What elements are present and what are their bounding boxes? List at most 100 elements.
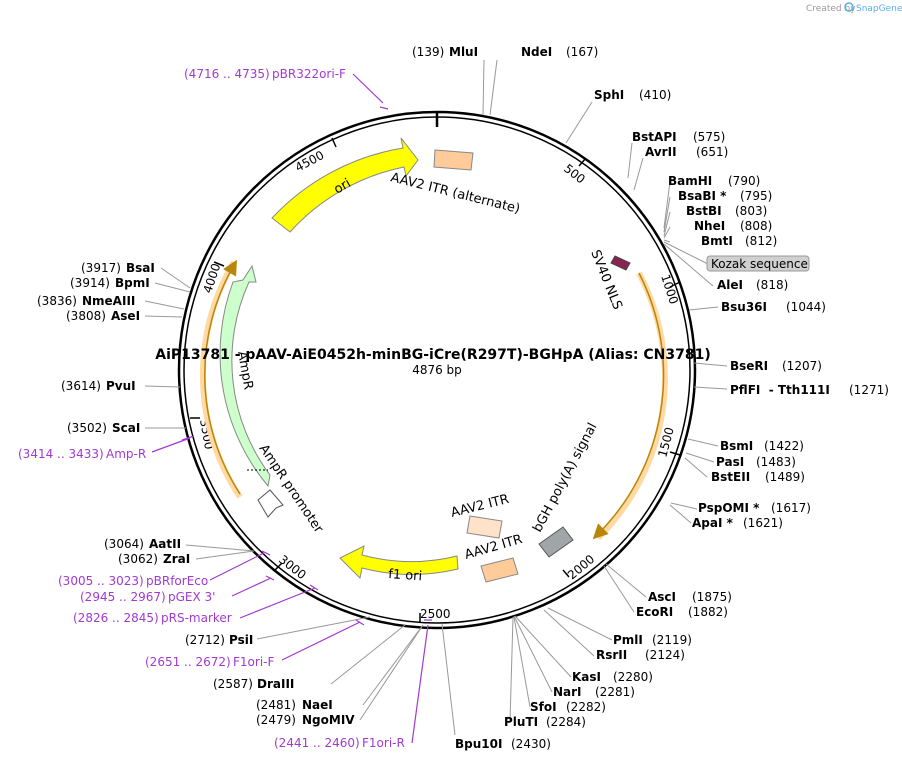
enzyme-pos-pmli: (2119) (652, 633, 692, 647)
enzyme-pmli[interactable]: PmlI (613, 633, 643, 647)
enzyme-bsabi[interactable]: BsaBI * (678, 189, 727, 203)
tick-label-500: 500 (561, 161, 588, 186)
ori-arrow[interactable] (271, 137, 419, 233)
enzyme-pos-bstapi: (575) (693, 130, 725, 144)
enzyme-bsu36i[interactable]: Bsu36I (721, 300, 767, 314)
primer-pbrforeco[interactable]: pBRforEco (146, 574, 208, 588)
enzyme-nmeaiii[interactable]: NmeAIII (82, 294, 135, 308)
enzyme-bsmi[interactable]: BsmI (720, 439, 753, 453)
kozak-sequence-box[interactable] (706, 255, 810, 272)
primer-pgex3[interactable]: pGEX 3' (168, 590, 215, 604)
itr-2-feature[interactable] (480, 557, 519, 583)
backbone-outer (177, 110, 697, 630)
enzyme-naei[interactable]: NaeI (302, 698, 333, 712)
enzyme-bamhi[interactable]: BamHI (668, 174, 712, 188)
primer-range-pgex3: (2945 .. 2967) (80, 590, 166, 604)
enzyme-sfoi[interactable]: SfoI (530, 700, 557, 714)
itr-alt-feature[interactable] (433, 149, 474, 171)
enzyme-draiii[interactable]: DraIII (257, 677, 294, 691)
enzyme-pos-nhei: (808) (740, 219, 772, 233)
itr-1-label: AAV2 ITR (449, 492, 510, 521)
itr-alt-label: AAV2 ITR (alternate) (389, 170, 521, 217)
left-cds-outline (199, 260, 243, 499)
right-cds-arrow[interactable] (592, 272, 665, 540)
enzyme-bsteii[interactable]: BstEII (711, 470, 750, 484)
credit-text: Created by (806, 4, 856, 14)
enzyme-kasi[interactable]: KasI (572, 670, 601, 684)
primer-amp-r[interactable]: Amp-R (106, 447, 146, 461)
enzyme-nari[interactable]: NarI (553, 685, 582, 699)
plasmid-title: AiP13781 - pAAV-AiE0452h-minBG-iCre(R297… (155, 347, 710, 363)
itr-1-feature[interactable] (466, 515, 503, 539)
enzyme-bsai[interactable]: BsaI (126, 261, 155, 275)
primer-range-f1ori-r: (2441 .. 2460) (274, 736, 360, 750)
enzyme-pspomi[interactable]: PspOMI * (698, 501, 760, 515)
enzyme-pos-bsu36i: (1044) (786, 300, 826, 314)
enzyme-nhei[interactable]: NheI (694, 219, 725, 233)
enzyme-asci[interactable]: AscI (648, 590, 676, 604)
f1-ori-arrow[interactable] (339, 545, 459, 580)
primer-range-prs-marker: (2826 .. 2845) (73, 611, 159, 625)
enzyme-psii[interactable]: PsiI (229, 633, 253, 647)
enzyme-ndei[interactable]: NdeI (521, 45, 552, 59)
primer-pbr322ori-f[interactable]: pBR322ori-F (272, 67, 346, 81)
sv40-nls-feature[interactable] (610, 255, 631, 271)
primer-range-pbr322ori-f: (4716 .. 4735) (184, 67, 270, 81)
enzyme-pos-aatii: (3064) (104, 537, 144, 551)
enzyme-bstbi[interactable]: BstBI (686, 204, 722, 218)
enzyme-bstapi[interactable]: BstAPI (632, 130, 677, 144)
primer-prs-marker[interactable]: pRS-marker (161, 611, 232, 625)
primer-f1ori-r[interactable]: F1ori-R (362, 736, 405, 750)
enzyme-pos-rsrii: (2124) (645, 648, 685, 662)
enzyme-zrai[interactable]: ZraI (163, 552, 190, 566)
primer-range-pbrforeco: (3005 .. 3023) (58, 574, 144, 588)
ampr-promoter-arrow[interactable] (257, 489, 284, 518)
enzyme-aatii[interactable]: AatII (149, 537, 181, 551)
enzyme-leader-lines (144, 59, 728, 736)
enzyme-scai[interactable]: ScaI (112, 421, 140, 435)
enzyme-bseri[interactable]: BseRI (730, 359, 768, 373)
ori-label: ori (332, 176, 354, 197)
primer-f1ori-f[interactable]: F1ori-F (233, 655, 274, 669)
enzyme-avrii[interactable]: AvrII (645, 145, 677, 159)
enzyme-pos-bstbi: (803) (735, 204, 767, 218)
ampr-promoter-label: AmpR promoter (256, 442, 327, 537)
enzyme-pos-bsmi: (1422) (764, 439, 804, 453)
plasmid-length: 4876 bp (412, 363, 462, 377)
enzyme-pvui[interactable]: PvuI (106, 379, 136, 393)
enzyme-pos-nmeaiii: (3836) (37, 294, 77, 308)
enzyme-bmti[interactable]: BmtI (701, 234, 733, 248)
enzyme-pos-draiii: (2587) (213, 677, 253, 691)
brand-text: SnapGene (856, 4, 902, 14)
enzyme-pos-pluti: (2284) (546, 715, 586, 729)
enzyme-pos-pflfi: (1271) (849, 383, 889, 397)
enzyme-asei[interactable]: AseI (111, 309, 140, 323)
enzyme-pluti[interactable]: PluTI (504, 715, 538, 729)
enzyme-pasi[interactable]: PasI (716, 455, 744, 469)
enzyme-pos-asci: (1875) (692, 590, 732, 604)
enzyme-bpmi[interactable]: BpmI (115, 276, 150, 290)
enzyme-pos-pasi: (1483) (756, 455, 796, 469)
enzyme-pos-scai: (3502) (67, 421, 107, 435)
enzyme-pos-kasi: (2280) (613, 670, 653, 684)
enzyme-sphi[interactable]: SphI (594, 88, 624, 102)
left-cds-arrow[interactable] (204, 259, 241, 495)
enzyme-ngomiv[interactable]: NgoMIV (302, 713, 355, 727)
ampr-arrow[interactable] (219, 264, 271, 488)
enzyme-bpu10i[interactable]: Bpu10I (455, 737, 502, 751)
enzyme-pflfi-tth111i[interactable]: PflFI - Tth111I (730, 383, 830, 397)
enzyme-pos-bsteii: (1489) (765, 470, 805, 484)
enzyme-pos-ndei: (167) (566, 45, 598, 59)
enzyme-apai[interactable]: ApaI * (692, 516, 734, 530)
enzyme-mlui[interactable]: MluI (449, 45, 478, 59)
enzyme-ecori[interactable]: EcoRI (636, 605, 673, 619)
enzyme-alei[interactable]: AleI (717, 278, 743, 292)
bgh-polya-feature[interactable] (538, 526, 574, 558)
enzyme-rsrii[interactable]: RsrII (596, 648, 627, 662)
enzyme-pos-sfoi: (2282) (566, 700, 606, 714)
snapgene-logo-icon (844, 2, 854, 12)
tick-marks (190, 137, 681, 623)
enzyme-pos-avrii: (651) (696, 145, 728, 159)
kozak-sequence-label: Kozak sequence (711, 257, 808, 271)
